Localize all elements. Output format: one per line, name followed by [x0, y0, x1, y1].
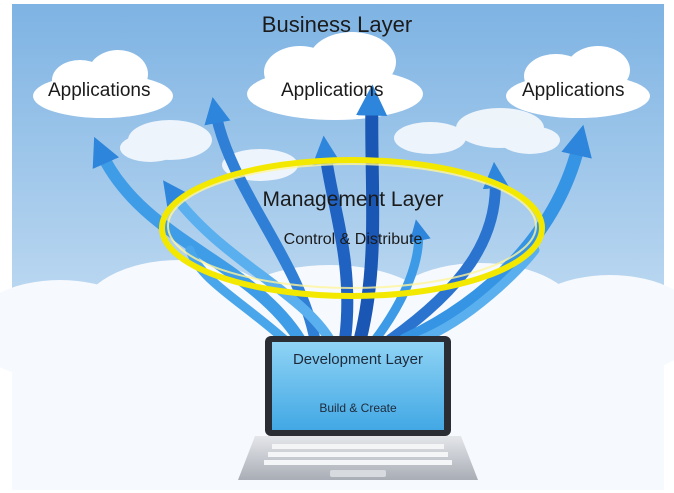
management-layer-title: Management Layer	[262, 188, 444, 211]
laptop	[238, 336, 478, 480]
applications-label-right: Applications	[522, 80, 625, 101]
applications-label-left: Applications	[48, 80, 151, 101]
cloud-right	[506, 46, 650, 118]
laptop-trackpad	[330, 470, 386, 477]
management-ring	[159, 157, 545, 299]
development-layer-subtitle: Build & Create	[319, 401, 397, 415]
application-clouds	[33, 32, 650, 120]
laptop-screen	[272, 342, 444, 430]
laptop-keyboard	[264, 444, 452, 465]
applications-label-middle: Applications	[281, 80, 384, 101]
management-layer-subtitle: Control & Distribute	[283, 231, 423, 248]
small-clouds	[120, 108, 560, 181]
development-layer-title: Development Layer	[292, 351, 424, 368]
business-layer-title: Business Layer	[261, 12, 413, 37]
cloud-left	[33, 50, 173, 118]
